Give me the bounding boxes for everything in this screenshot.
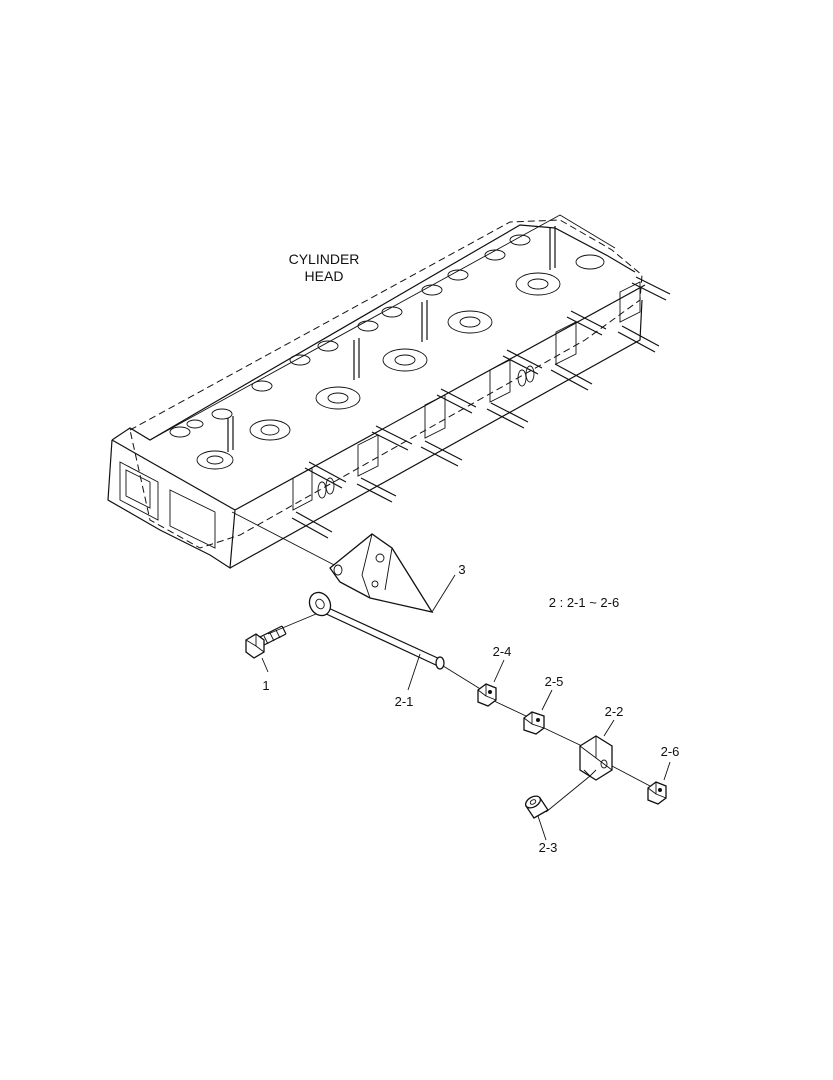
callout-labels: 1 2-1 2-2 2-3 2-4 2-5 2-6 3 2 : 2-1 ~ 2-… (262, 562, 679, 855)
head-label-line2: HEAD (305, 268, 344, 284)
assembly-lines (231, 511, 651, 813)
side-studs (291, 276, 671, 539)
callout-2-2: 2-2 (605, 704, 624, 719)
callout-2-1: 2-1 (395, 694, 414, 709)
bracket-part-3 (329, 533, 456, 613)
callout-2-5: 2-5 (545, 674, 564, 689)
sleeve-part-2-3 (524, 795, 549, 841)
deck-ports (169, 234, 605, 470)
head-top-edge (111, 224, 636, 441)
callout-1: 1 (262, 678, 269, 693)
rod-part-2-1 (308, 591, 445, 691)
callout-2-6: 2-6 (661, 744, 680, 759)
nut-part-2-5 (523, 689, 553, 735)
nut-part-2-4 (477, 659, 505, 707)
side-ports (292, 281, 641, 511)
bolt-part-1 (245, 625, 287, 673)
nut-part-2-6 (647, 761, 671, 805)
head-side-edge (229, 299, 643, 569)
callout-3: 3 (458, 562, 465, 577)
block-part-2-2 (579, 719, 615, 781)
callout-2-4: 2-4 (493, 644, 512, 659)
head-label-line1: CYLINDER (289, 251, 360, 267)
top-studs (227, 226, 556, 452)
group-note: 2 : 2-1 ~ 2-6 (549, 595, 619, 610)
cylinder-head: CYLINDER HEAD (107, 214, 671, 570)
callout-2-3: 2-3 (539, 840, 558, 855)
